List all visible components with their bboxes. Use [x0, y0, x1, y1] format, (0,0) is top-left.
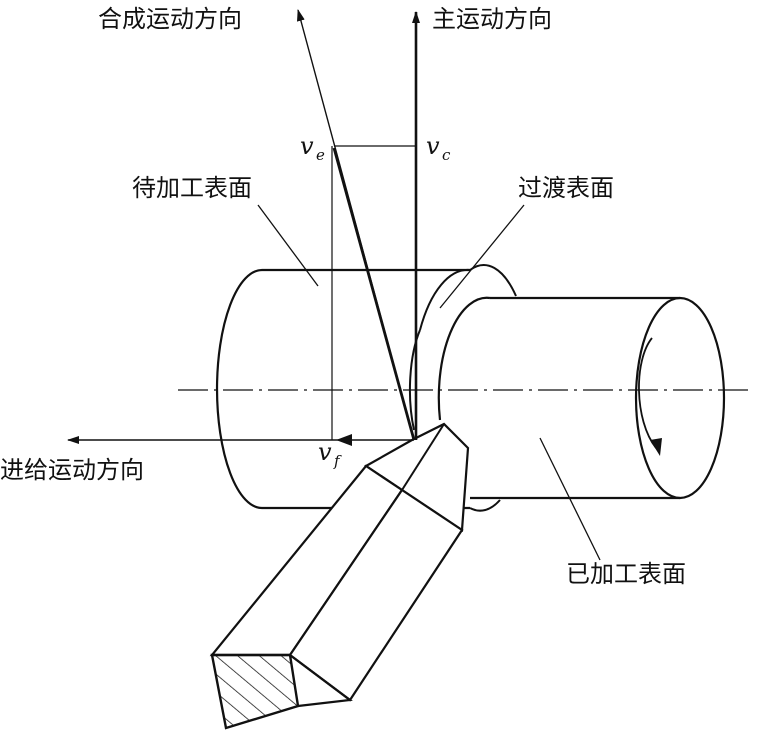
vf-symbol: v [318, 438, 332, 466]
ve-vector [332, 147, 416, 441]
label-main-direction: 主运动方向 [432, 5, 552, 33]
leader-transition-surface [439, 204, 525, 309]
symbol-ve: v e [300, 132, 325, 164]
velocity-vectors [67, 9, 420, 446]
tool-section-hatch [210, 653, 300, 730]
ve-symbol: v [300, 132, 314, 160]
rotation-arrow-head [650, 438, 662, 456]
leader-machined-surface [539, 437, 601, 561]
workpiece-small-cylinder [437, 296, 726, 500]
cutting-tool [209, 422, 470, 730]
vf-arrow-head [336, 434, 352, 446]
label-resultant-direction: 合成运动方向 [98, 5, 242, 33]
label-transition-surface: 过渡表面 [518, 174, 614, 202]
leader-lines [257, 204, 601, 561]
vc-symbol: v [426, 132, 440, 160]
label-machined-surface: 已加工表面 [566, 560, 686, 588]
symbol-vc: v c [426, 132, 451, 164]
label-feed-direction: 进给运动方向 [0, 456, 144, 484]
vf-subscript: f [333, 452, 342, 470]
label-surface-to-machine: 待加工表面 [132, 174, 252, 202]
symbol-vf: v f [318, 438, 342, 470]
vc-subscript: c [442, 146, 451, 164]
ve-subscript: e [316, 146, 325, 164]
leader-surface-to-machine [257, 204, 319, 287]
